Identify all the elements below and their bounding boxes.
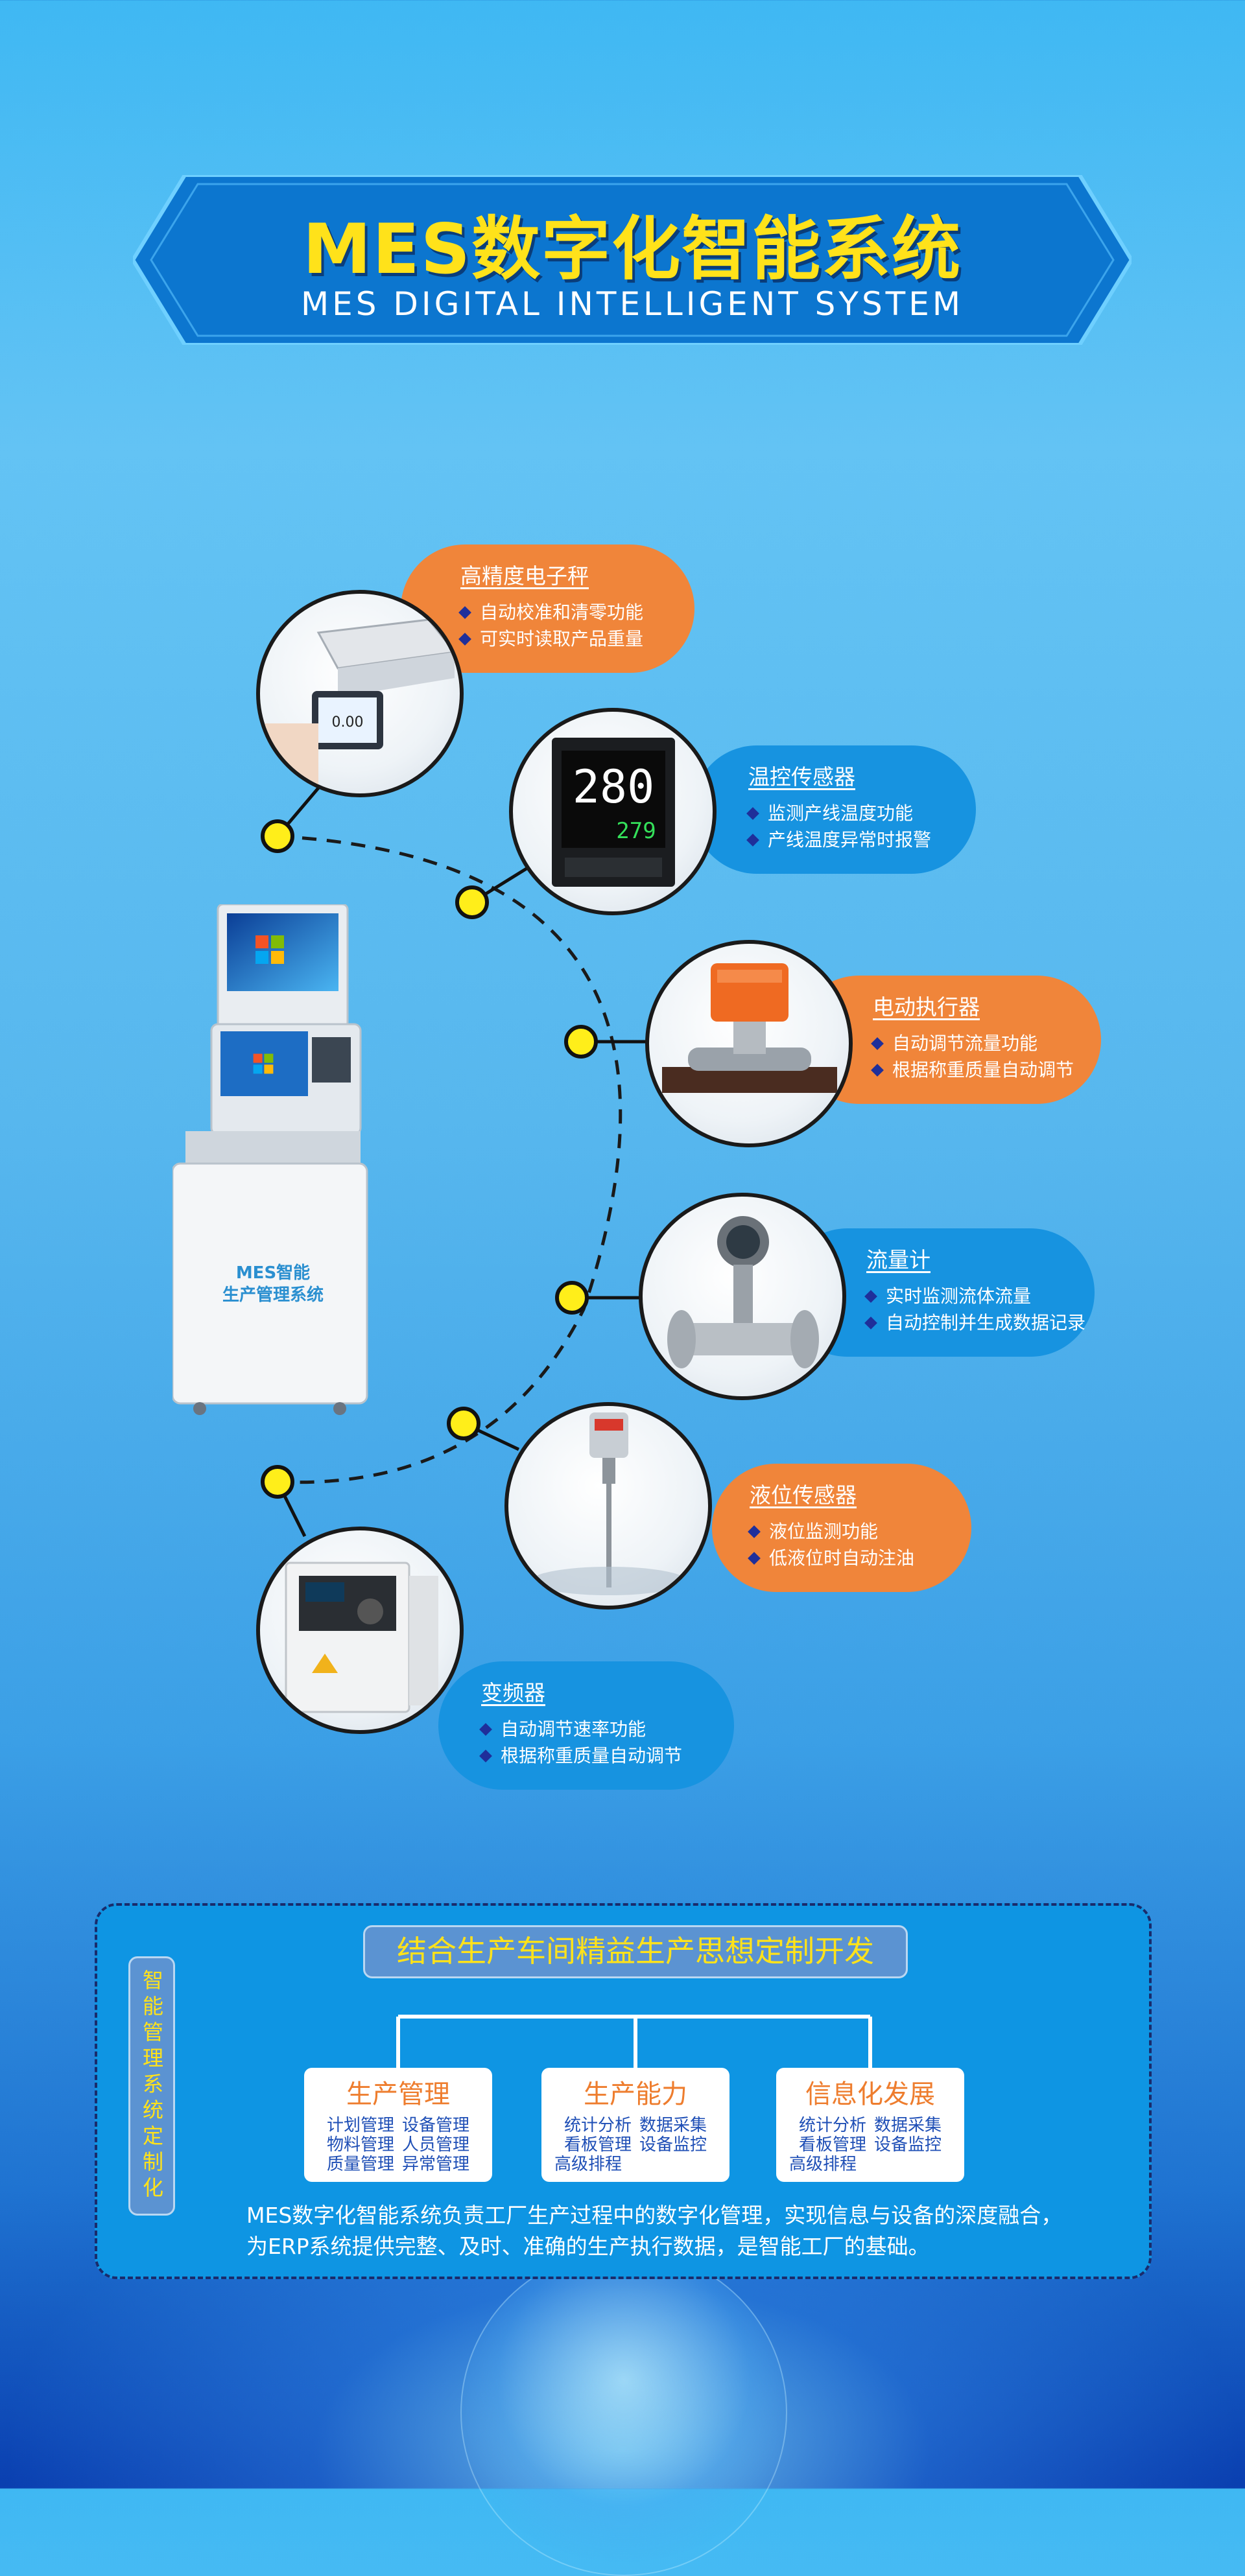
device-name: 电动执行器 [873, 994, 980, 1020]
connector-dot [455, 885, 489, 919]
card-production-management: 生产管理 计划管理设备管理 物料管理人员管理 质量管理异常管理 [304, 2068, 492, 2182]
panel-heading: 结合生产车间精益生产思想定制开发 [363, 1925, 908, 1978]
device-card-frequency-converter: 变频器 自动调节速率功能 根据称重质量自动调节 [438, 1661, 734, 1790]
card-production-capacity: 生产能力 统计分析数据采集 看板管理设备监控 高级排程 [541, 2068, 729, 2182]
connector-dot [261, 819, 294, 853]
feature-item: 自动校准和清零功能 [460, 599, 694, 626]
feature-item: 监测产线温度功能 [748, 800, 976, 826]
frequency-converter-image [256, 1527, 464, 1734]
device-name: 温控传感器 [748, 764, 855, 790]
feature-item: 自动调节速率功能 [481, 1716, 734, 1742]
connector-dot [261, 1465, 294, 1499]
page-title: MES数字化智能系统 [302, 209, 962, 289]
card-title: 生产能力 [584, 2079, 687, 2109]
vertical-label-box: 智能管理系统定制化 [128, 1956, 175, 2216]
connector-dot [555, 1281, 589, 1315]
panel-description: MES数字化智能系统负责工厂生产过程中的数字化管理，实现信息与设备的深度融合， … [246, 2203, 1063, 2259]
scale-display-readout: 0.00 [332, 714, 364, 731]
device-name: 变频器 [481, 1680, 545, 1705]
page-subtitle: MES DIGITAL INTELLIGENT SYSTEM [301, 285, 964, 323]
feature-item: 低液位时自动注油 [750, 1545, 971, 1571]
electric-actuator-image [645, 940, 853, 1147]
flow-meter-image [639, 1193, 846, 1400]
device-name: 液位传感器 [750, 1482, 857, 1508]
device-name: 流量计 [866, 1247, 931, 1272]
level-sensor-image [504, 1402, 712, 1610]
temperature-main-readout: 280 [573, 760, 654, 814]
device-card-temperature-sensor: 温控传感器 监测产线温度功能 产线温度异常时报警 [693, 745, 976, 874]
panel-tree-lines [396, 2015, 872, 2068]
feature-item: 产线温度异常时报警 [748, 826, 976, 853]
device-card-level-sensor: 液位传感器 液位监测功能 低液位时自动注油 [712, 1464, 971, 1592]
card-title: 生产管理 [346, 2079, 450, 2109]
windows-logo-icon [255, 935, 284, 964]
feature-item: 液位监测功能 [750, 1518, 971, 1545]
feature-item: 根据称重质量自动调节 [873, 1057, 1101, 1083]
scale-device-image: 0.00 [256, 590, 464, 797]
connector-dot [447, 1407, 480, 1440]
kiosk-label: MES智能 生产管理系统 [222, 1263, 324, 1305]
temperature-sub-readout: 279 [616, 818, 656, 844]
feature-item: 自动调节流量功能 [873, 1030, 1101, 1057]
device-name: 高精度电子秤 [460, 563, 589, 589]
feature-item: 自动控制并生成数据记录 [866, 1309, 1095, 1336]
card-informatization: 信息化发展 统计分析数据采集 看板管理设备监控 高级排程 [776, 2068, 964, 2182]
mes-kiosk-terminal: MES智能 生产管理系统 [171, 903, 374, 1416]
vertical-label: 智能管理系统定制化 [139, 1969, 164, 2203]
card-title: 信息化发展 [805, 2079, 935, 2109]
connector-dot [564, 1025, 598, 1059]
feature-item: 根据称重质量自动调节 [481, 1742, 734, 1769]
feature-item: 可实时读取产品重量 [460, 626, 694, 652]
temperature-controller-image: 280 279 [509, 708, 717, 915]
title-banner: MES数字化智能系统 MES DIGITAL INTELLIGENT SYSTE… [133, 175, 1132, 345]
feature-item: 实时监测流体流量 [866, 1283, 1095, 1309]
